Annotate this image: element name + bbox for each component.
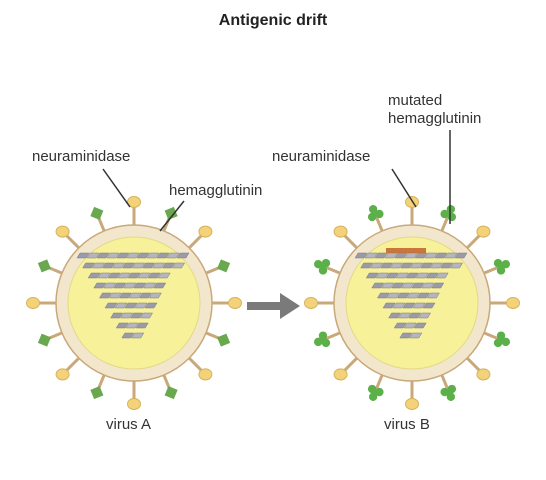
virus-b-neuraminidase-spike (405, 398, 419, 410)
virus-a-hemagglutinin-spike (217, 259, 231, 273)
virus-b-spikes (304, 196, 520, 410)
virus-b-neuraminidase-spike (304, 297, 318, 309)
virus-b-virion (304, 196, 520, 410)
virus-b-mutated-hemagglutinin-spike (493, 258, 510, 275)
virus-a-neuraminidase-spike (228, 297, 242, 309)
virus-b-rna-segments (354, 252, 468, 339)
virus-b-mutated-hemagglutinin-spike (314, 258, 331, 275)
virus-a-neuraminidase-spike (55, 368, 70, 381)
virus-b-mutated-hemagglutinin-spike (440, 384, 457, 401)
virus-a-rna-segments (76, 252, 190, 339)
virus-b-neuraminidase-label: neuraminidase (272, 148, 371, 165)
virus-b-mutated-hemagglutinin-spike (314, 331, 331, 348)
virus-a-hemagglutinin-leader (159, 200, 185, 232)
virus-a-neuraminidase-label: neuraminidase (32, 148, 131, 165)
virus-a-hemagglutinin-spike (37, 333, 51, 347)
virus-b-neuraminidase-spike (476, 368, 491, 381)
virus-a-hemagglutinin-label: hemagglutinin (169, 182, 263, 199)
virus-b-mutated-hemagglutinin-spike (367, 384, 384, 401)
virus-a-virion (26, 196, 242, 410)
virus-b-neuraminidase-spike (333, 225, 348, 238)
virus-a-neuraminidase-spike (127, 196, 141, 208)
transition-arrow (247, 293, 300, 319)
virus-b-neuraminidase-spike (333, 368, 348, 381)
virus-b-neuraminidase-leader (391, 168, 417, 208)
virus-a-neuraminidase-spike (127, 398, 141, 410)
virus-a-hemagglutinin-spike (164, 206, 178, 220)
virus-b-neuraminidase-spike (476, 225, 491, 238)
virus-a-neuraminidase-spike (198, 368, 213, 381)
diagram-title: Antigenic drift (218, 12, 328, 29)
virus-b-mutated-label-line2: hemagglutinin (388, 110, 482, 127)
virus-b-caption: virus B (384, 416, 430, 433)
virus-b-neuraminidase-spike (506, 297, 520, 309)
virus-a-hemagglutinin-spike (90, 206, 104, 220)
virus-a-hemagglutinin-spike (217, 333, 231, 347)
virus-a-neuraminidase-spike (198, 225, 213, 238)
virus-a-spikes (26, 196, 242, 410)
virus-b-rna-mutation (386, 248, 426, 253)
virus-a-hemagglutinin-spike (90, 386, 104, 400)
virus-a-hemagglutinin-spike (37, 259, 51, 273)
virus-a-neuraminidase-spike (26, 297, 40, 309)
virus-b-mutated-label-line1: mutated (388, 92, 443, 109)
virus-a-caption: virus A (106, 416, 152, 433)
virus-a-neuraminidase-leader (102, 168, 131, 208)
virus-a-neuraminidase-spike (55, 225, 70, 238)
virus-b-mutated-hemagglutinin-spike (367, 205, 384, 222)
virus-a-hemagglutinin-spike (164, 386, 178, 400)
virus-b-mutated-hemagglutinin-spike (493, 331, 510, 348)
